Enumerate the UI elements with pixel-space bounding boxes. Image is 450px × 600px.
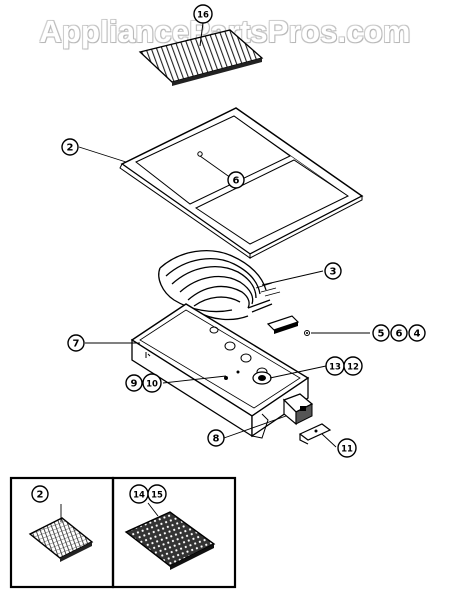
heating-element-part [158,250,273,321]
leader-lines [78,146,370,448]
bracket-part [298,423,332,445]
thermostat-part [252,371,272,385]
callout-circle [142,373,162,393]
callout-label: 13 [329,363,341,373]
callout-label: 4 [414,329,421,340]
receptacle-part [282,393,314,426]
callout-circle [61,138,79,156]
callout-6: 6 [390,324,408,342]
callout-circle [324,262,342,280]
callout-label: 11 [341,445,353,455]
callout-circle [390,324,408,342]
callout-circle [125,374,143,392]
callout-label: 8 [213,434,220,445]
callout-circle [31,485,49,503]
callout-circle [207,429,225,447]
callout-label: 10 [146,380,158,390]
callout-circle [343,356,363,376]
callout-4: 4 [408,324,426,342]
callout-label: 2 [67,143,74,154]
callout-12: 12 [343,356,363,376]
callout-label: 6 [233,176,240,187]
callout-13: 13 [325,356,345,376]
callout-label: 2 [37,490,44,501]
callout-10: 10 [142,373,162,393]
callout-label: 3 [330,267,337,278]
callout-circle [227,171,245,189]
callout-label: 5 [378,329,385,340]
callout-9: 9 [125,374,143,392]
callout-6: 6 [227,171,245,189]
callout-circle [372,324,390,342]
callout-11: 11 [337,438,357,458]
callout-label: 6 [396,329,403,340]
terminal-block-part [266,315,310,336]
callout-label: 9 [131,379,138,390]
inset-panel [9,476,237,589]
callout-circle [193,4,213,24]
callout-15: 15 [147,484,167,504]
callout-3: 3 [324,262,342,280]
callout-2: 2 [31,485,49,503]
callout-16: 16 [193,4,213,24]
callout-5: 5 [372,324,390,342]
callout-14: 14 [129,484,149,504]
grate-part [138,29,264,86]
inset-grate-part [28,517,94,562]
callout-circle [67,334,85,352]
box-part [130,303,310,439]
callout-label: 7 [73,339,80,350]
callout-label: 16 [197,11,209,21]
callout-circle [408,324,426,342]
callout-2: 2 [61,138,79,156]
callout-circle [147,484,167,504]
callout-8: 8 [207,429,225,447]
inset-mesh-part [124,511,216,570]
callout-label: 15 [151,491,163,501]
callout-circle [337,438,357,458]
callout-7: 7 [67,334,85,352]
callout-label: 12 [347,363,359,373]
callout-label: 14 [133,491,145,501]
